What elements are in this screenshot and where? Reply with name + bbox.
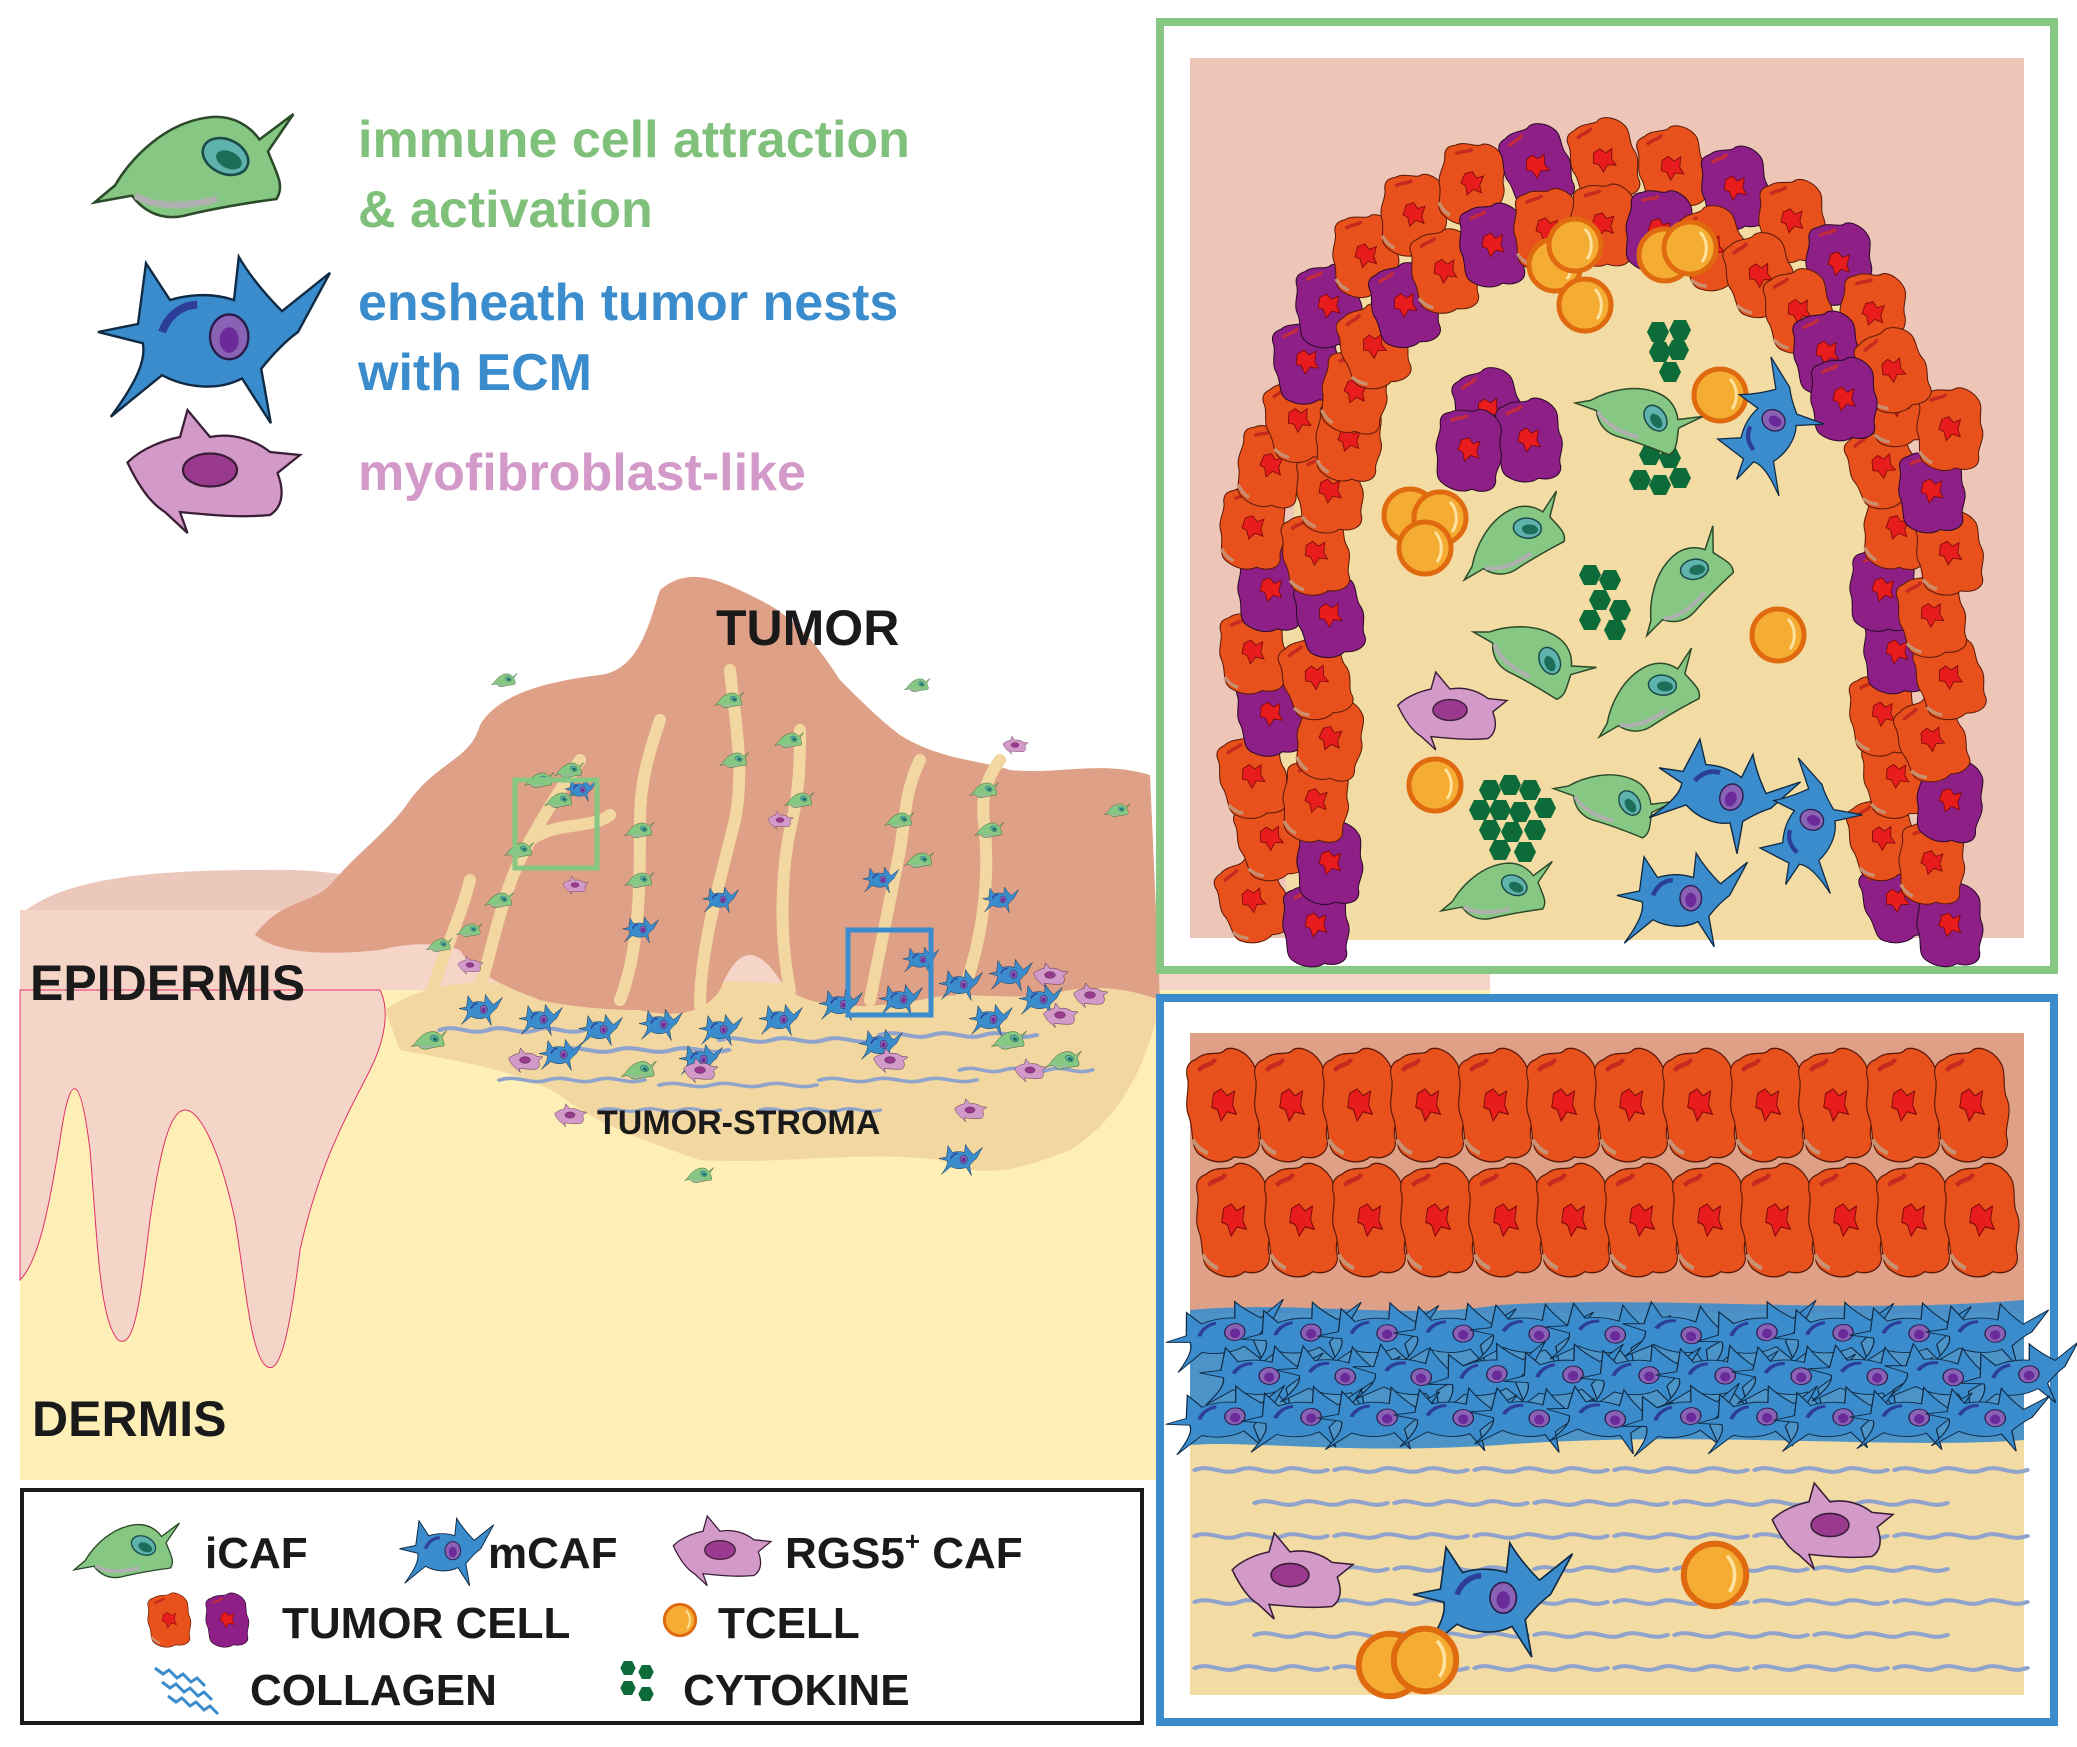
tumor-label: TUMOR [716,600,899,656]
collagen-fiber [1335,1468,1467,1472]
icaf-function-text: immune cell attraction & activation [358,105,910,245]
tumor-cell-orange [1265,1163,1339,1277]
collagen-fiber [1895,1468,2027,1472]
collagen-fiber [1755,1666,1887,1670]
collagen-fiber [1535,1633,1667,1637]
epidermis-rete-ridges [19,989,386,1368]
legend-label-rgs5-caf: RGS5+ CAF [785,1526,1023,1578]
collagen-fiber [1895,1600,2027,1604]
collagen-fiber [1615,1468,1747,1472]
collagen-fiber [1815,1567,1947,1571]
tcell-icon [662,1602,698,1638]
tumor-cell-orange-icon [146,1591,192,1649]
collagen-fiber [1755,1600,1887,1604]
inset-tcell-1 [1684,1544,1746,1606]
tumor-stroma-label: TUMOR-STROMA [597,1104,880,1142]
tumor-cell-orange [1527,1048,1601,1162]
collagen-fiber [1615,1534,1747,1538]
collagen-fiber [1755,1468,1887,1472]
collagen-fiber [1895,1666,2027,1670]
tumor-cell-orange [1605,1163,1679,1277]
mcaf-function-line-2: with ECM [358,344,592,402]
legend-label-collagen: COLLAGEN [250,1666,497,1715]
collagen-fiber [1535,1501,1667,1505]
tumor-cell-orange [1255,1048,1329,1162]
tumor-cell-purple [1493,396,1564,484]
collagen-fiber [1195,1666,1327,1670]
icaf-region-marker [512,777,600,871]
legend: iCAF mCAF RGS5+ CAF TUMOR CELL TCELL COL… [20,1488,1144,1725]
tumor-cell-orange [1187,1048,1261,1162]
rgs5-function-icon [126,408,302,535]
mcaf-function-icon [98,257,330,423]
legend-label-tcell: TCELL [718,1599,860,1648]
tumor-cell-orange [1333,1163,1407,1277]
epidermis-label: EPIDERMIS [30,955,305,1011]
tumor-cell-orange [1809,1163,1883,1277]
collagen-fiber [1335,1534,1467,1538]
tumor-mass [255,576,1160,1014]
collagen-icon [154,1666,220,1716]
icaf-function-line-1: immune cell attraction [358,111,910,169]
tumor-cell-purple-icon [204,1591,250,1649]
dermis-label: DERMIS [32,1391,226,1447]
rgs5-function-line-1: myofibroblast-like [358,444,806,502]
collagen-fiber [1195,1468,1327,1472]
collagen-fiber [1475,1534,1607,1538]
legend-label-cytokine: CYTOKINE [683,1666,910,1715]
legend-label-mcaf: mCAF [488,1529,618,1578]
tumor-cell-orange [1741,1163,1815,1277]
tumor-cell-orange [1945,1163,2019,1277]
collagen-fiber [1895,1534,2027,1538]
collagen-fiber [1615,1666,1747,1670]
icaf-function-icon [95,114,294,217]
tumor-cell-orange [1391,1048,1465,1162]
tumor-nest-inset [1156,18,2058,974]
tumor-cell-orange [1731,1048,1805,1162]
collagen-fiber [1815,1633,1947,1637]
collagen-fiber [1195,1534,1327,1538]
stroma-inset [1156,994,2077,1726]
tumor-cell-orange [1469,1163,1543,1277]
tumor-cell-purple [1807,354,1881,444]
collagen-fiber [1675,1501,1807,1505]
tumor-cell-orange [1935,1048,2009,1162]
tumor-cell-orange [1867,1048,1941,1162]
tumor-cell-orange [1663,1048,1737,1162]
collagen-fiber [1395,1501,1527,1505]
tumor-cell-orange [1799,1048,1873,1162]
tumor-stroma-region [385,975,1160,1171]
collagen-fiber [1255,1501,1387,1505]
tumor-cell-orange [1595,1048,1669,1162]
mcaf-function-line-1: ensheath tumor nests [358,274,899,332]
collagen-fiber [1675,1633,1807,1637]
legend-label-icaf: iCAF [205,1529,308,1578]
tumor-cell-orange [1323,1048,1397,1162]
tumor-cell-orange [1459,1048,1533,1162]
tumor-cell-orange [1537,1163,1611,1277]
mcaf-region-marker [845,927,934,1018]
collagen-fiber [1255,1633,1387,1637]
tumor-cell-orange [1401,1163,1475,1277]
tumor-cell-orange [1197,1163,1271,1277]
legend-label-tumor-cell: TUMOR CELL [282,1599,570,1648]
rgs5-function-text: myofibroblast-like [358,438,806,508]
dermis-region [20,990,1490,1480]
icaf-function-line-2: & activation [358,181,653,239]
tumor-cell-orange [1673,1163,1747,1277]
inset-tcell-3 [1394,1629,1456,1691]
tissue-section [19,576,1490,1480]
collagen-fiber [1475,1666,1607,1670]
tumor-cell-orange [1877,1163,1951,1277]
collagen-fiber [1475,1468,1607,1472]
mcaf-function-text: ensheath tumor nests with ECM [358,268,898,408]
